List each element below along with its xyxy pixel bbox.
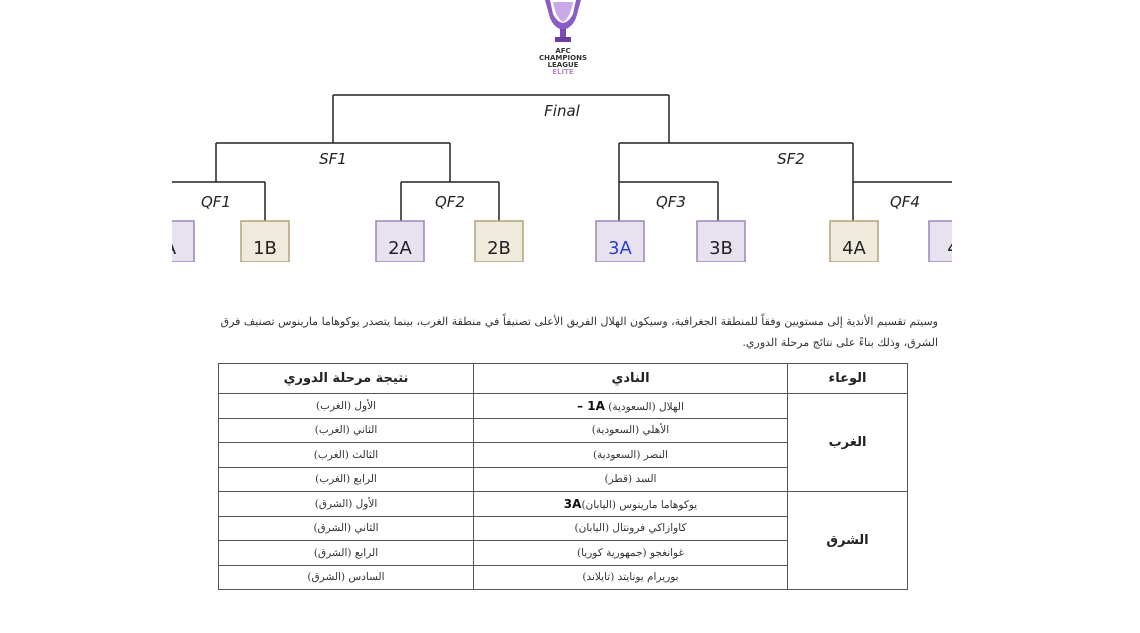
- table-row: الأهلي (السعودية) الثاني (الغرب): [218, 417, 908, 443]
- bracket-slots: A 1B 2A 2B 3A 3B 4A 4: [172, 220, 952, 262]
- header-result: نتيجة مرحلة الدوري: [218, 363, 474, 394]
- trophy-icon: [545, 0, 581, 42]
- result-cell: الثاني (الشرق): [218, 515, 474, 541]
- sf1-label: SF1: [319, 150, 347, 168]
- slot-label: 3A: [608, 238, 632, 259]
- slot-1B: 1B: [240, 220, 290, 262]
- header-club: النادي: [473, 363, 788, 394]
- result-cell: الرابع (الشرق): [218, 540, 474, 566]
- slot-label: 3B: [709, 238, 733, 259]
- table-row: غوانغجو (جمهورية كوريا) الرابع (الشرق): [218, 540, 908, 566]
- result-cell: الأول (الغرب): [218, 393, 474, 419]
- table-row: الغرب الهلال (السعودية) 1A – الأول (الغر…: [218, 393, 908, 492]
- table-row: الشرق يوكوهاما مارينوس (اليابان)3A الأول…: [218, 491, 908, 590]
- table-row: السد (قطر) الرابع (الغرب): [218, 466, 908, 492]
- result-cell: الرابع (الغرب): [218, 466, 474, 492]
- result-cell: الثاني (الغرب): [218, 417, 474, 443]
- slot-box: [696, 220, 746, 262]
- bracket-lines: [172, 94, 952, 221]
- logo-line-elite: ELITE: [552, 68, 574, 76]
- result-cell: الأول (الشرق): [218, 491, 474, 517]
- slot-4: 4: [928, 220, 952, 262]
- pot-east: الشرق: [787, 491, 908, 590]
- slot-box: [240, 220, 290, 262]
- club-cell: السد (قطر): [473, 466, 788, 492]
- slot-label: 4: [947, 238, 952, 259]
- qf2-label: QF2: [435, 193, 465, 211]
- slot-label: 2B: [487, 238, 511, 259]
- club-cell: الأهلي (السعودية): [473, 417, 788, 443]
- slot-A: A: [172, 220, 195, 262]
- club-cell: كاوازاكي فرونتال (اليابان): [473, 515, 788, 541]
- tournament-bracket: Final SF1 SF2 QF1 QF2 QF3 QF4 A 1B 2A 2B 3A 3…: [172, 94, 952, 262]
- result-cell: السادس (الشرق): [218, 564, 474, 590]
- slot-4A: 4A: [829, 220, 879, 262]
- header-pot: الوعاء: [787, 363, 908, 394]
- club-cell: يوكوهاما مارينوس (اليابان)3A: [473, 491, 788, 517]
- slot-2A: 2A: [375, 220, 425, 262]
- slot-3A: 3A: [595, 220, 645, 262]
- slot-label: 4A: [842, 238, 866, 259]
- sf2-label: SF2: [777, 150, 805, 168]
- slot-2B: 2B: [474, 220, 524, 262]
- table-row: النصر (السعودية) الثالث (الغرب): [218, 442, 908, 468]
- slot-label: A: [172, 238, 177, 259]
- slot-box: [474, 220, 524, 262]
- table-header-row: الوعاء النادي نتيجة مرحلة الدوري: [218, 363, 908, 394]
- qf1-label: QF1: [201, 193, 231, 211]
- club-name: الهلال (السعودية): [608, 400, 684, 413]
- logo-line-league: LEAGUE: [547, 61, 579, 69]
- logo-line-champions: CHAMPIONS: [539, 54, 587, 62]
- slot-box: [595, 220, 645, 262]
- qf4-label: QF4: [890, 193, 920, 211]
- seed-code: 3A: [563, 496, 582, 511]
- seed-code: 1A –: [577, 398, 605, 413]
- club-name: يوكوهاما مارينوس (اليابان): [581, 498, 698, 511]
- slot-box: [928, 220, 952, 262]
- table-row: بوريرام يونايتد (تايلاند) السادس (الشرق): [218, 564, 908, 590]
- slot-label: 2A: [388, 238, 412, 259]
- club-cell: النصر (السعودية): [473, 442, 788, 468]
- logo-text: AFC CHAMPIONS LEAGUE ELITE: [530, 48, 596, 76]
- intro-paragraph: وسيتم تقسيم الأندية إلى مستويين وفقاً لل…: [220, 315, 938, 349]
- slot-box: [375, 220, 425, 262]
- club-cell: الهلال (السعودية) 1A –: [473, 393, 788, 419]
- slot-box: [829, 220, 879, 262]
- final-label: Final: [544, 102, 580, 120]
- club-cell: بوريرام يونايتد (تايلاند): [473, 564, 788, 590]
- pot-west: الغرب: [787, 393, 908, 492]
- seeding-table: الوعاء النادي نتيجة مرحلة الدوري الغرب ا…: [218, 363, 908, 590]
- club-cell: غوانغجو (جمهورية كوريا): [473, 540, 788, 566]
- slot-3B: 3B: [696, 220, 746, 262]
- result-cell: الثالث (الغرب): [218, 442, 474, 468]
- slot-label: 1B: [253, 238, 277, 259]
- qf3-label: QF3: [656, 193, 686, 211]
- slot-box: [172, 220, 195, 262]
- logo-line-afc: AFC: [555, 47, 571, 55]
- afc-champions-league-logo: [536, 0, 590, 80]
